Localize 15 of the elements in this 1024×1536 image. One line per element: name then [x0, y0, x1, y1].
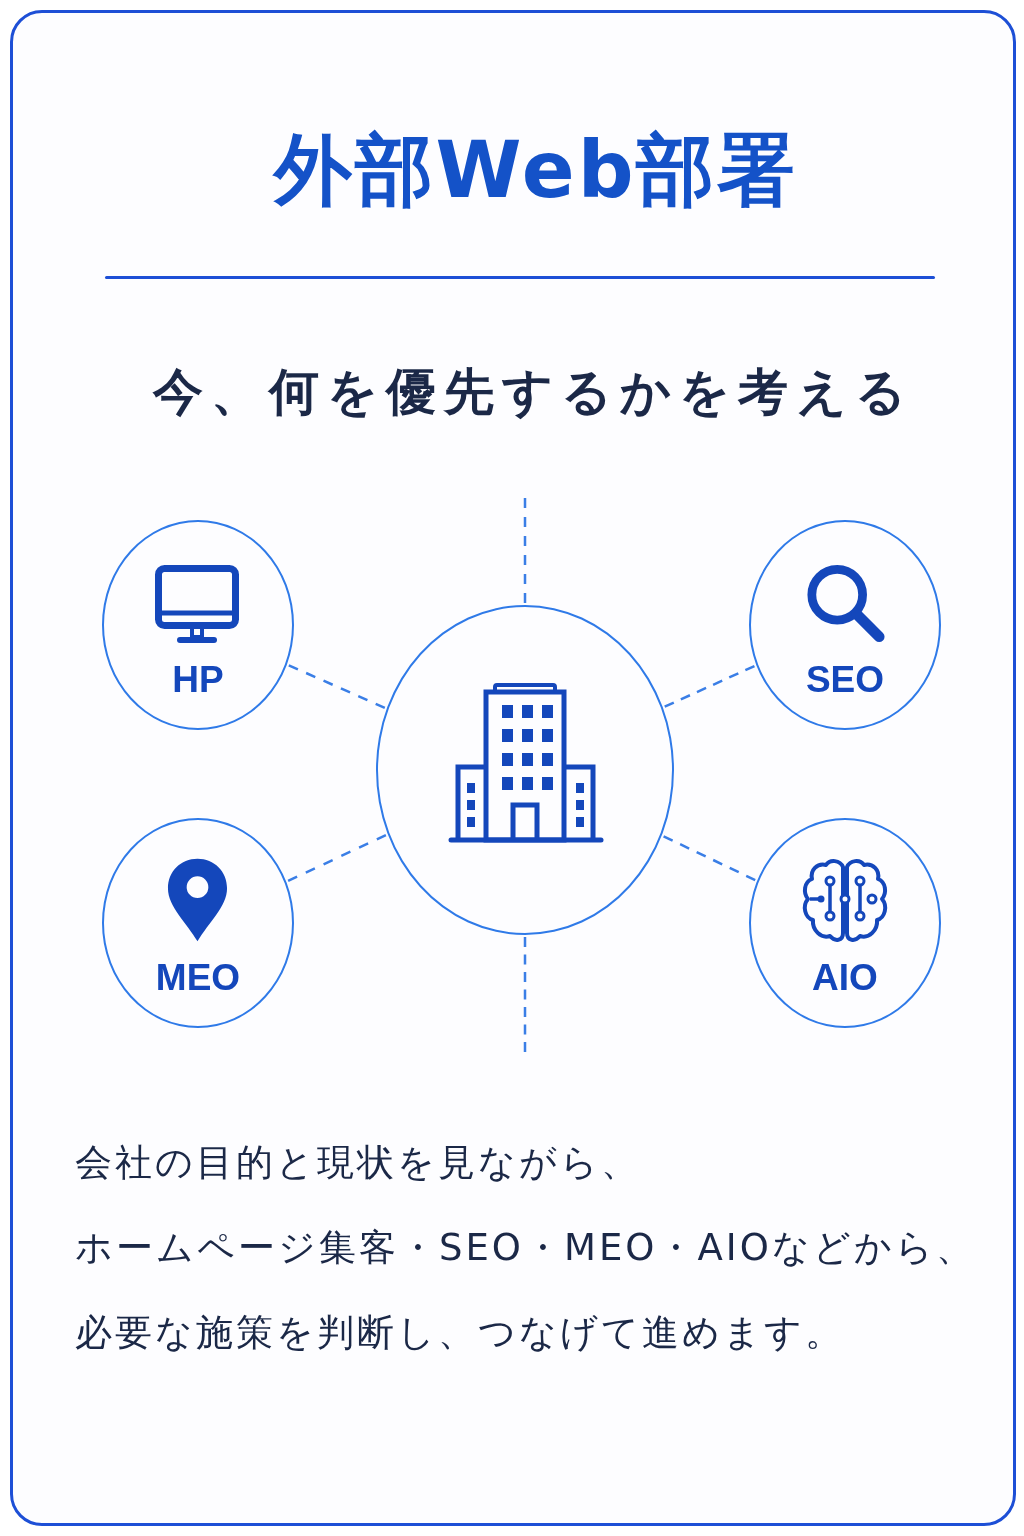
dashed-line [288, 664, 386, 710]
node-label: SEO [805, 659, 885, 701]
dashed-line [523, 498, 527, 603]
dashed-line [287, 833, 387, 883]
node-label: HP [172, 659, 224, 701]
body-text: ホームページ集客・SEO・MEO・AIOなどから、 [75, 1225, 976, 1271]
body-text: 必要な施策を判断し、つなげて進めます。 [75, 1310, 845, 1356]
subtitle: 今、何を優先するかを考える [152, 362, 914, 423]
title: 外部Web部署 [273, 124, 799, 217]
dashed-line [663, 835, 756, 882]
node-label: MEO [155, 957, 241, 999]
node-label: AIO [812, 957, 878, 999]
dashed-line [523, 937, 527, 1052]
body-text: 会社の目的と現状を見ながら、 [75, 1140, 641, 1186]
dashed-line [664, 664, 755, 708]
